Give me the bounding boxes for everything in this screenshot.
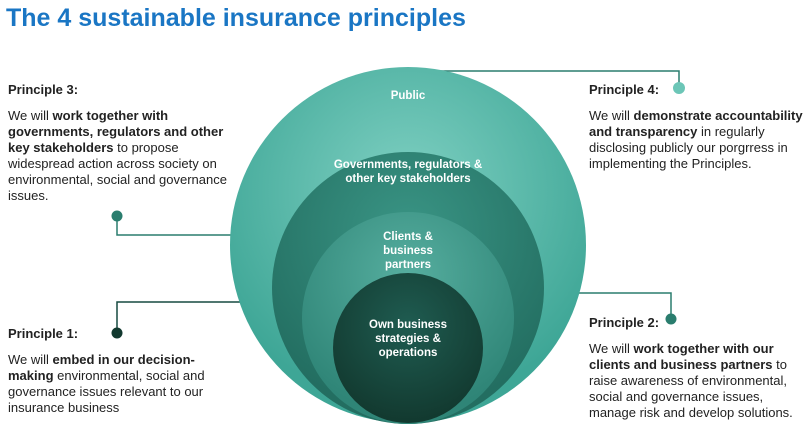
principle-2-text-pre: We will [589,341,634,356]
principle-3-title: Principle 3: [8,82,79,97]
principle-1-text-post: environmental, social and governance iss… [8,368,205,415]
principle-1-text-bold: embed in our decision-making [8,352,195,383]
principle-1-title: Principle 1: [8,326,79,341]
principle-3-text-pre: We will [8,108,53,123]
page-title: The 4 sustainable insurance principles [6,4,466,32]
principle-1-text-pre: We will [8,352,53,367]
principle-2-text-bold: work together with our clients and busin… [589,341,774,372]
principle-2: Principle 2: We will work together with … [589,315,806,421]
dot-principle-1 [111,327,123,339]
principle-4: Principle 4: We will demonstrate account… [589,82,804,172]
principle-3-text-bold: work together with governments, regulato… [8,108,224,155]
principle-4-text-bold: demonstrate accountability and transpare… [589,108,803,139]
dot-principle-2 [665,313,677,325]
label-own-business: Own business strategies & operations [369,319,447,359]
principle-2-text-post: to raise awareness of environmental, soc… [589,357,793,420]
label-clients: Clients & business partners [383,231,433,271]
dot-principle-3 [111,210,123,222]
principle-4-title: Principle 4: [589,82,660,97]
label-public: Public [390,90,426,102]
principle-2-title: Principle 2: [589,315,660,330]
principle-4-text-post: in regularly disclosing publicly our por… [589,124,788,171]
principle-3-text-post: to propose widespread action across soci… [8,140,227,203]
principle-3: Principle 3: We will work together with … [8,82,230,204]
dot-principle-4 [673,82,685,94]
label-governments: Governments, regulators & other key stak… [333,159,483,185]
principle-4-text-pre: We will [589,108,634,123]
circle-own-business [333,273,483,423]
principle-1: Principle 1: We will embed in our decisi… [8,326,230,416]
